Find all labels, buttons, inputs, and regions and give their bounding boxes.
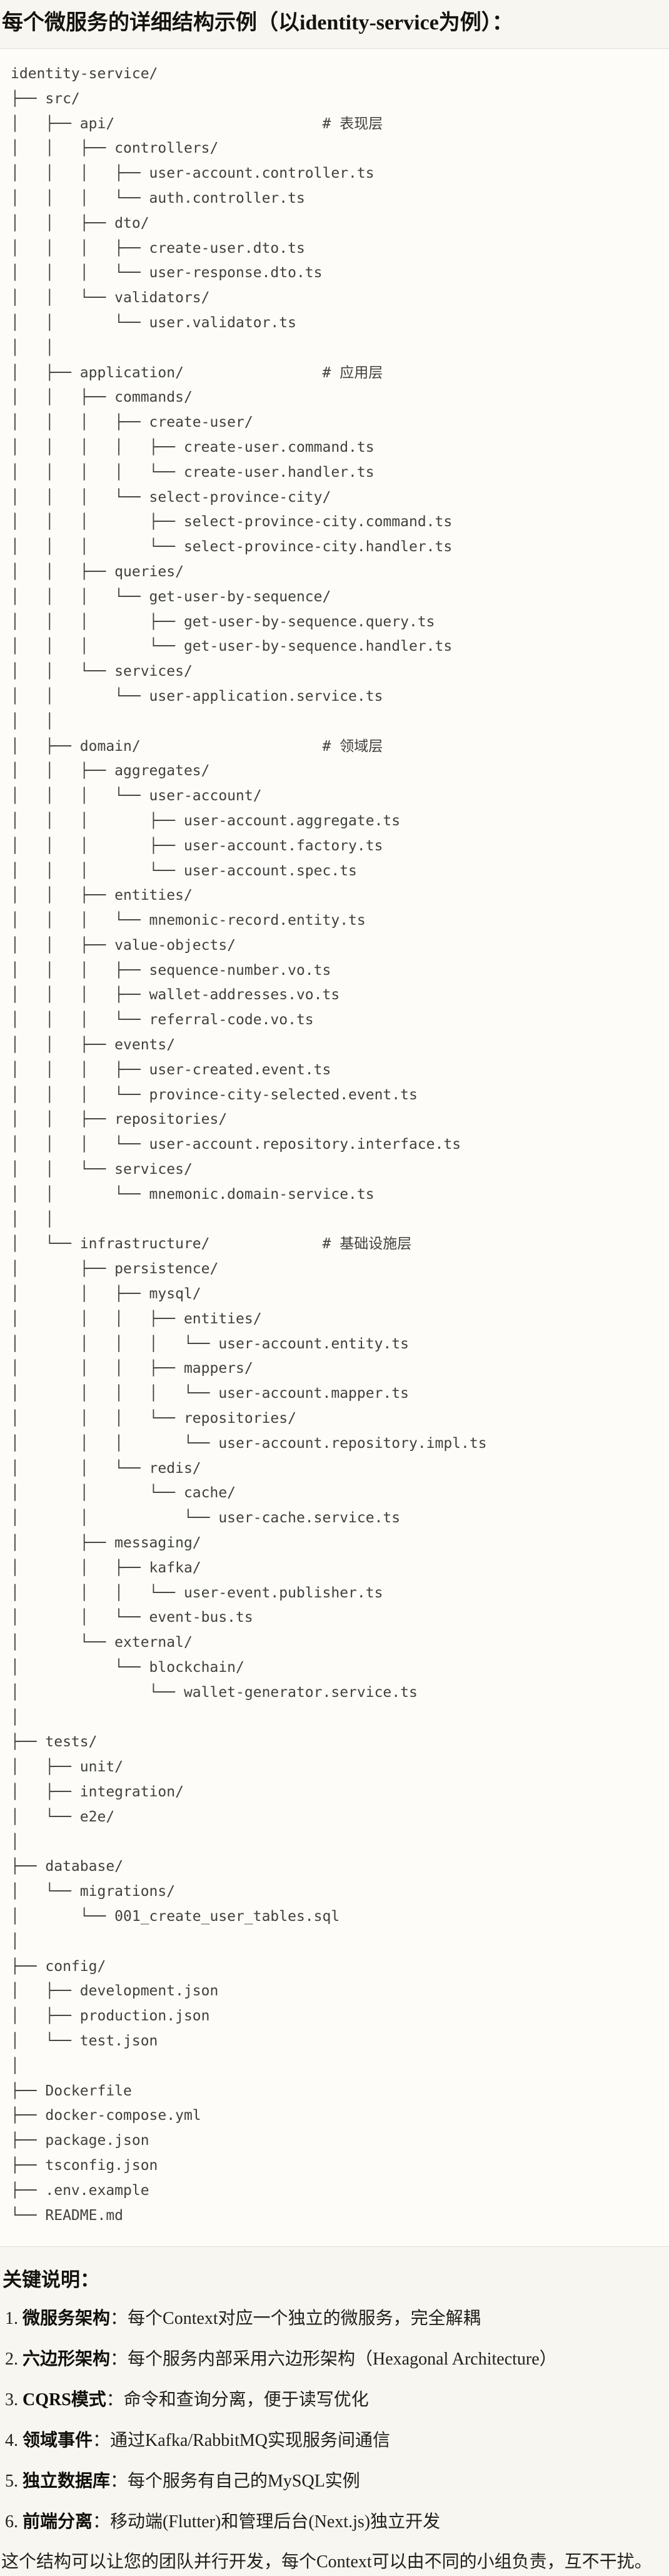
note-number: 3. bbox=[5, 2390, 18, 2410]
code-block: identity-service/ ├── src/ │ ├── api/ # … bbox=[0, 48, 669, 2248]
note-item-independent-db: 5.独立数据库：每个服务有自己的MySQL实例 bbox=[5, 2469, 664, 2494]
note-term: 六边形架构 bbox=[23, 2349, 111, 2370]
note-item-microservices: 1.微服务架构：每个Context对应一个独立的微服务，完全解耦 bbox=[5, 2306, 664, 2331]
note-term: CQRS模式 bbox=[23, 2390, 106, 2410]
note-term: 独立数据库 bbox=[23, 2472, 111, 2492]
note-item-domain-events: 4.领域事件：通过Kafka/RabbitMQ实现服务间通信 bbox=[5, 2428, 664, 2453]
note-term: 前端分离 bbox=[23, 2512, 93, 2532]
note-description: ：每个服务有自己的MySQL实例 bbox=[110, 2472, 360, 2492]
directory-tree: identity-service/ ├── src/ │ ├── api/ # … bbox=[11, 66, 487, 2224]
note-number: 5. bbox=[5, 2472, 18, 2492]
note-item-hexagonal: 2.六边形架构：每个服务内部采用六边形架构（Hexagonal Architec… bbox=[5, 2347, 664, 2372]
note-number: 2. bbox=[5, 2349, 18, 2370]
note-description: ：移动端(Flutter)和管理后台(Next.js)独立开发 bbox=[93, 2512, 441, 2532]
note-term: 微服务架构 bbox=[23, 2309, 111, 2329]
note-description: ：每个Context对应一个独立的微服务，完全解耦 bbox=[110, 2309, 481, 2329]
note-number: 1. bbox=[5, 2309, 18, 2329]
note-item-cqrs: 3.CQRS模式：命令和查询分离，便于读写优化 bbox=[5, 2388, 664, 2413]
note-number: 4. bbox=[5, 2431, 18, 2451]
page-title: 每个微服务的详细结构示例（以identity-service为例）： bbox=[2, 11, 513, 34]
note-number: 6. bbox=[5, 2512, 18, 2532]
note-description: ：每个服务内部采用六边形架构（Hexagonal Architecture） bbox=[110, 2349, 557, 2370]
note-term: 领域事件 bbox=[23, 2431, 93, 2451]
closing-paragraph: 这个结构可以让您的团队并行开发，每个Context可以由不同的小组负责，互不干扰… bbox=[1, 2552, 652, 2572]
note-item-frontend-separation: 6.前端分离：移动端(Flutter)和管理后台(Next.js)独立开发 bbox=[5, 2510, 664, 2535]
key-notes-list: 1.微服务架构：每个Context对应一个独立的微服务，完全解耦 2.六边形架构… bbox=[0, 2306, 664, 2535]
key-notes-section: 关键说明： 1.微服务架构：每个Context对应一个独立的微服务，完全解耦 2… bbox=[0, 2266, 669, 2575]
note-description: ：命令和查询分离，便于读写优化 bbox=[106, 2390, 369, 2410]
note-description: ：通过Kafka/RabbitMQ实现服务间通信 bbox=[93, 2431, 390, 2451]
key-notes-heading: 关键说明： bbox=[3, 2269, 99, 2291]
